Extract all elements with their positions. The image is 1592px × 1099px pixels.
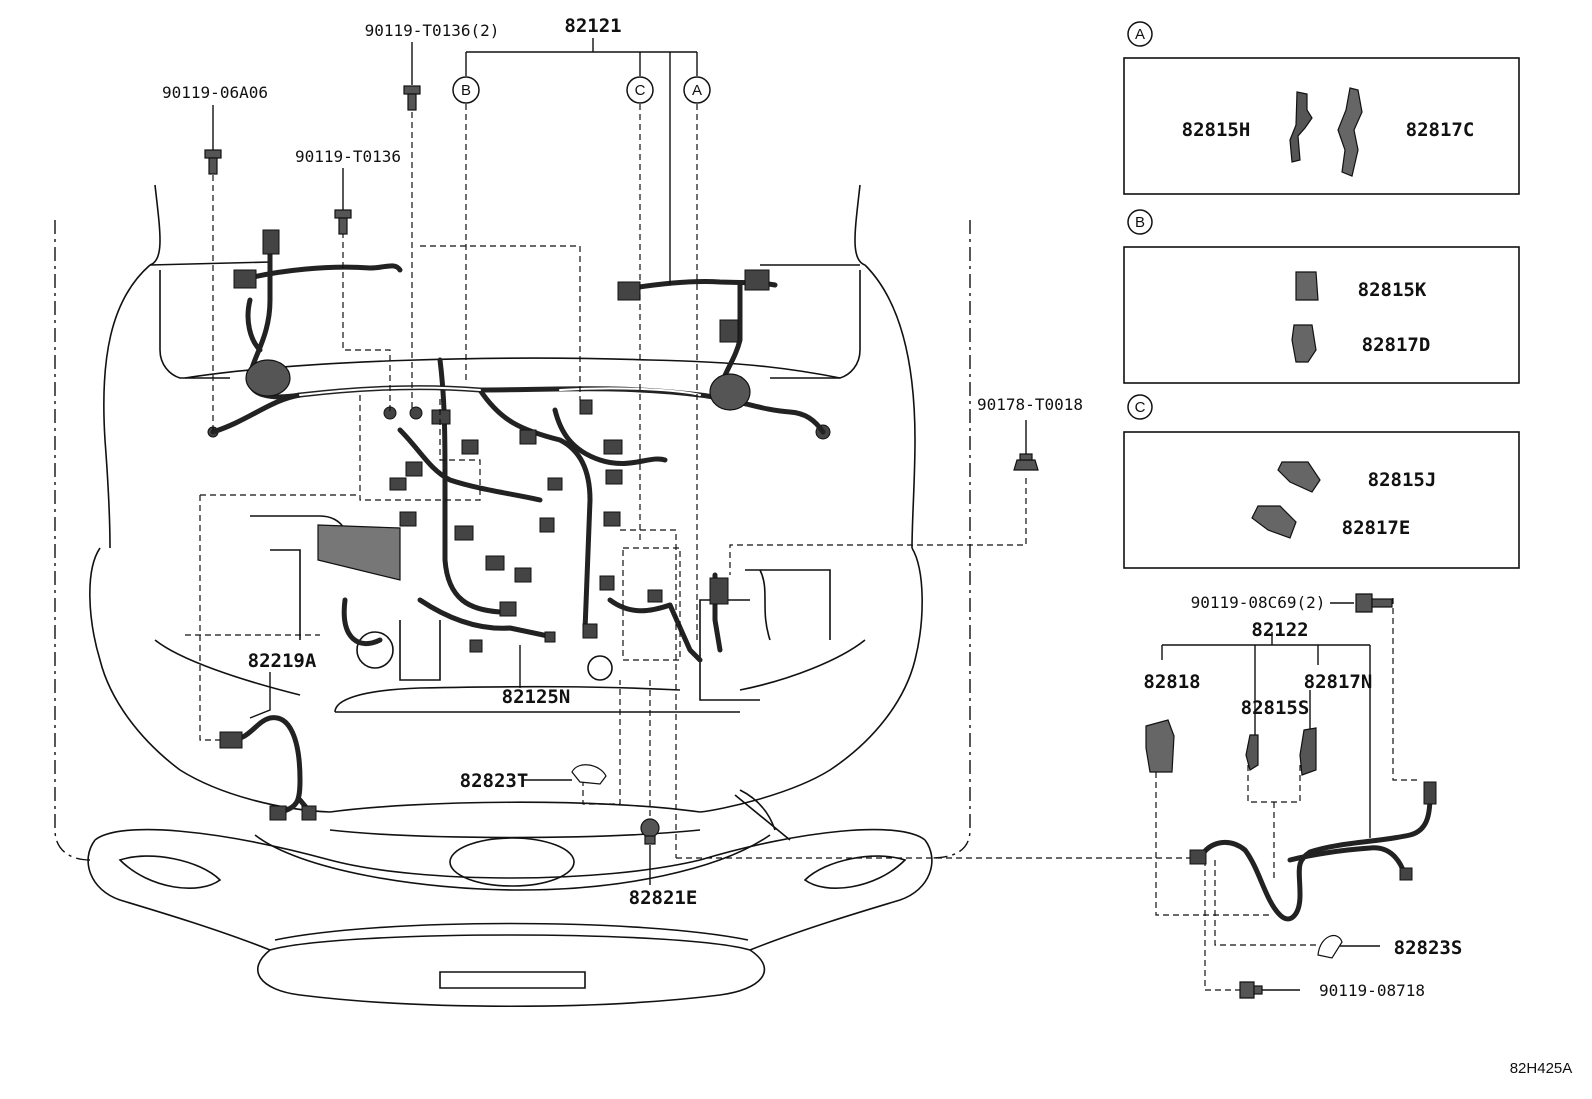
label-90119-08718: 90119-08718	[1319, 981, 1425, 1000]
protector-82823S	[1317, 934, 1343, 959]
bolt-90119-08C69-2	[1355, 593, 1393, 613]
detail-header-b: B	[1127, 209, 1153, 235]
clamp-82817N	[1299, 727, 1317, 776]
bolt-90119-T0136	[334, 209, 352, 235]
harness-82122	[1189, 781, 1437, 922]
clamp-82815S	[1245, 734, 1259, 771]
callout-c-label: C	[635, 82, 646, 99]
diagram-reference-code: 82H425A	[1510, 1060, 1573, 1077]
callout-a-label: A	[692, 82, 702, 99]
label-82817N: 82817N	[1304, 671, 1373, 693]
label-90178-T0018: 90178-T0018	[977, 395, 1083, 414]
detail-c-label: C	[1135, 399, 1146, 416]
label-90119-06A06: 90119-06A06	[162, 83, 268, 102]
label-82821E: 82821E	[629, 887, 698, 909]
part-labels: 82121 90119-T0136(2) 90119-06A06 90119-T…	[162, 15, 1572, 1077]
callout-circle-b-top: B	[452, 76, 480, 104]
callout-circle-c-top: C	[626, 76, 654, 104]
detail-box-b	[1123, 246, 1520, 384]
bracket-82818	[1145, 719, 1175, 773]
label-82219A: 82219A	[248, 650, 317, 672]
harness-82219A	[219, 715, 317, 821]
label-82121: 82121	[564, 15, 621, 37]
detail-header-c: C	[1127, 394, 1153, 420]
vehicle-body-outline	[54, 184, 971, 1008]
callout-circle-a-top: A	[683, 76, 711, 104]
protector-82823T	[571, 764, 607, 785]
label-82818: 82818	[1143, 671, 1200, 693]
engine-room-harness-82121	[210, 229, 826, 663]
label-90119-T0136-2: 90119-T0136(2)	[365, 21, 500, 40]
label-82817E: 82817E	[1342, 517, 1411, 539]
label-82815S: 82815S	[1241, 697, 1310, 719]
detail-a-label: A	[1135, 26, 1145, 43]
detail-header-a: A	[1127, 21, 1153, 47]
label-90119-T0136: 90119-T0136	[295, 147, 401, 166]
bolt-90119-T0136-2	[403, 85, 421, 111]
dashed-leader-lines	[185, 104, 1420, 991]
label-82817C: 82817C	[1406, 119, 1475, 141]
callout-b-label: B	[461, 82, 471, 99]
clip-82821E	[640, 818, 660, 845]
label-82815J: 82815J	[1368, 469, 1437, 491]
detail-box-c	[1123, 431, 1520, 569]
label-82122: 82122	[1251, 619, 1308, 641]
label-82125N: 82125N	[502, 686, 571, 708]
label-82815K: 82815K	[1358, 279, 1427, 301]
label-82823T: 82823T	[460, 770, 529, 792]
label-90119-08C69-2: 90119-08C69(2)	[1191, 593, 1326, 612]
engine-bay-components	[207, 406, 831, 690]
label-82815H: 82815H	[1182, 119, 1251, 141]
label-82823S: 82823S	[1394, 937, 1463, 959]
bolt-90119-08718	[1239, 981, 1263, 999]
nut-90178-T0018	[1013, 453, 1039, 471]
label-82817D: 82817D	[1362, 334, 1431, 356]
detail-b-label: B	[1135, 214, 1145, 231]
detail-box-a	[1123, 57, 1520, 195]
bolt-90119-06A06	[204, 149, 222, 175]
